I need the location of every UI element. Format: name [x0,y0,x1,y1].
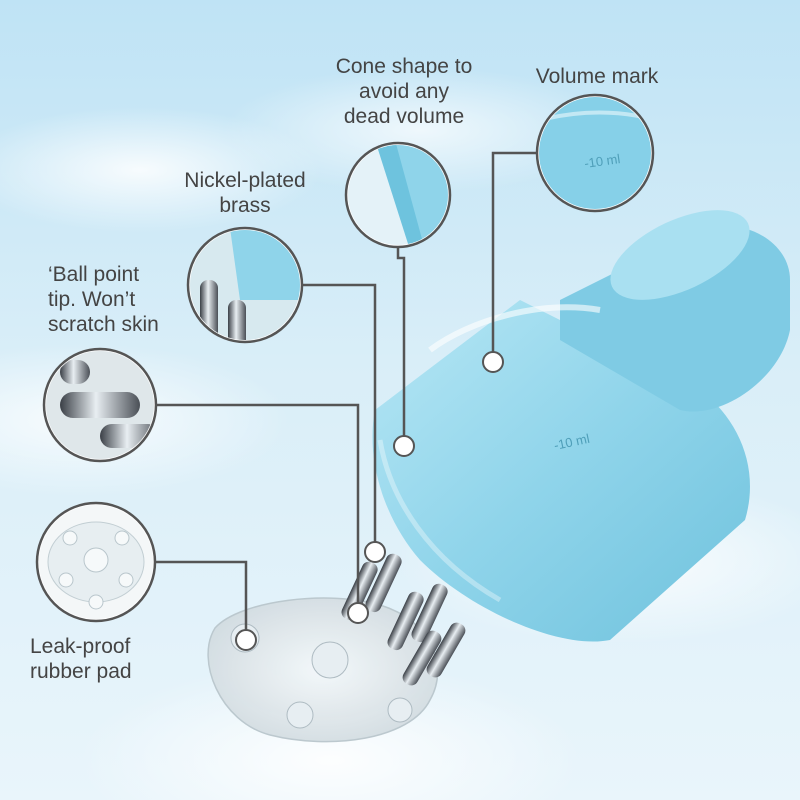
volume-mark-text: -10 ml [583,151,621,171]
zoom-circle-ball-point [42,347,158,463]
body-volume-mark: -10 ml [553,431,592,453]
callout-lines [153,151,539,640]
zoom-circle-pad [35,501,157,623]
callout-dots [235,351,504,651]
label-ball-point: ‘Ball point tip. Won’t scratch skin [48,263,159,336]
applicator-body [372,210,790,642]
zoom-circle-cone [344,141,452,249]
label-volume-mark: Volume mark [535,65,659,88]
label-nickel-plated: Nickel-plated brass [184,169,306,217]
label-cone-shape: Cone shape to avoid any dead volume [335,55,473,128]
rubber-pad [207,597,439,743]
zoom-circle-volume-mark: -10 ml [535,93,655,213]
label-leak-proof: Leak-proof rubber pad [30,635,132,683]
